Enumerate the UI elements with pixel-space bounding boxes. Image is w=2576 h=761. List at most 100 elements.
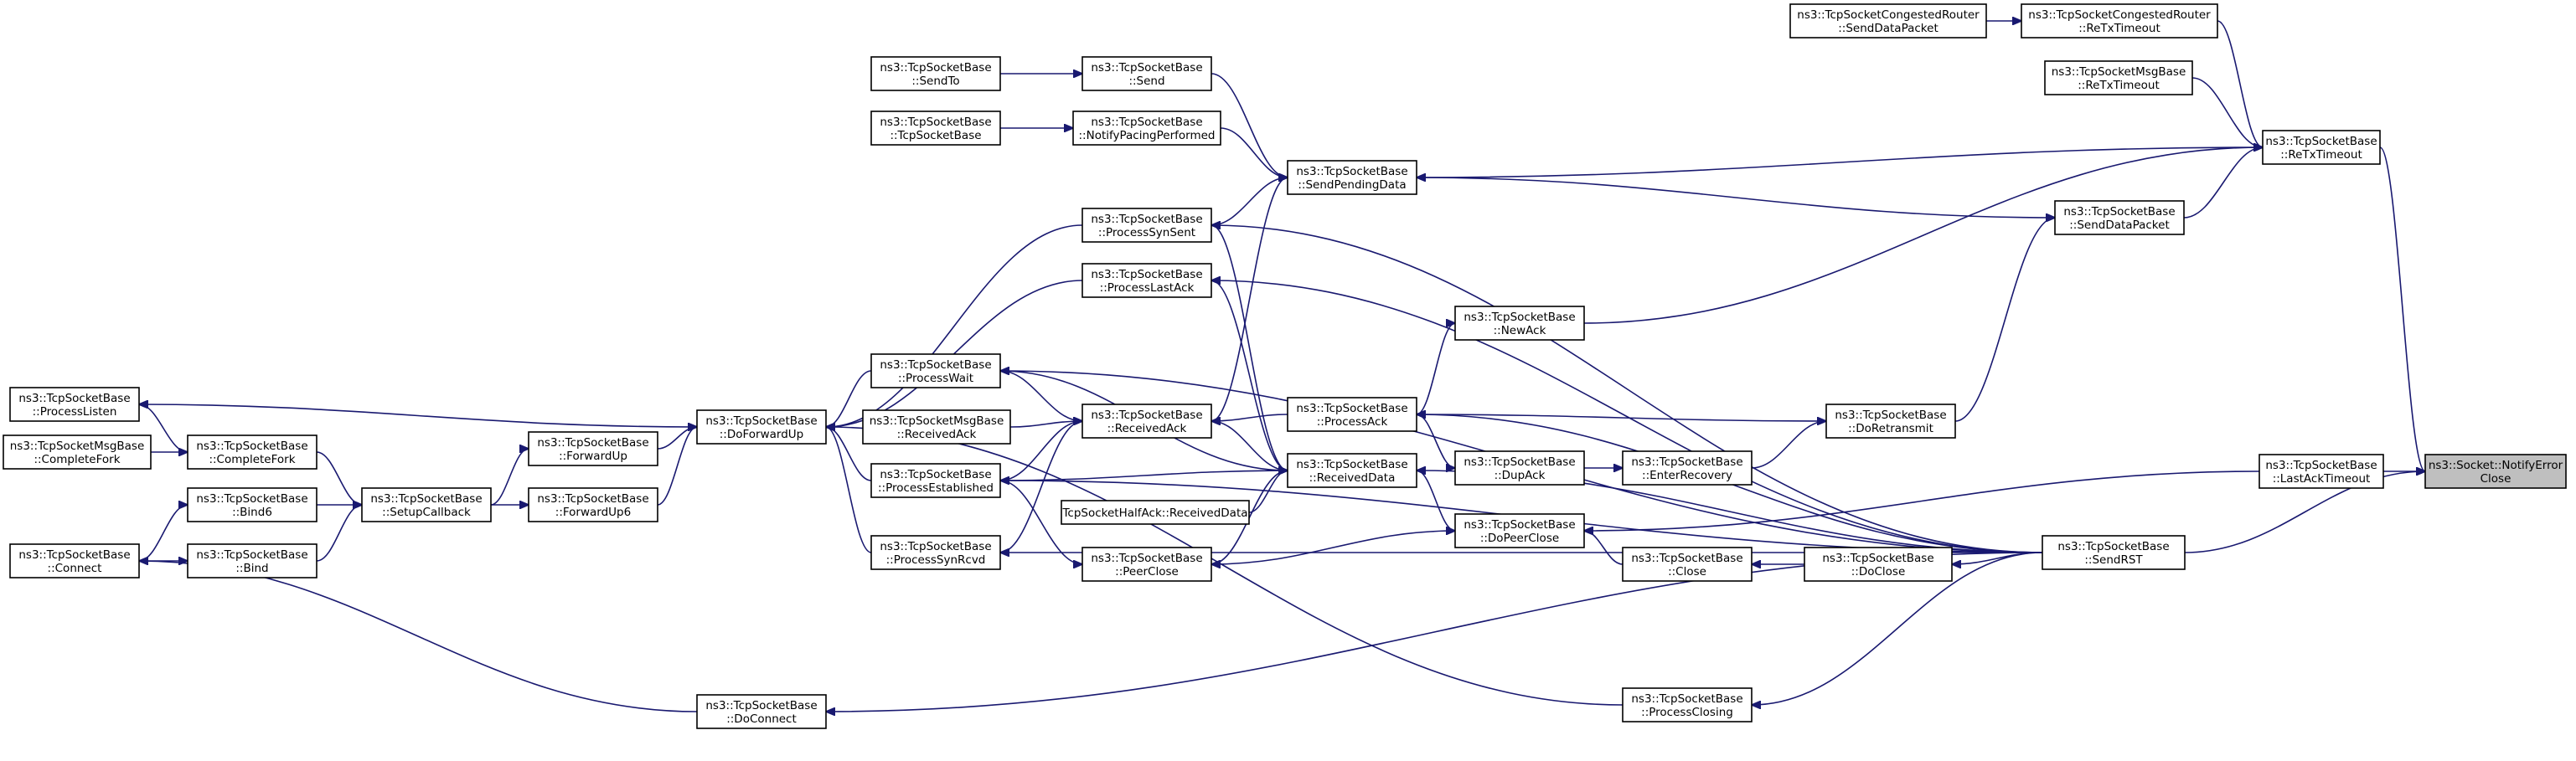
edge-processSynRcvd-to-doForwardUp	[826, 427, 872, 553]
node-label-line: ns3::TcpSocketBase	[1091, 409, 1202, 422]
edge-doRetransmit-to-sendDataPacket	[1954, 218, 2055, 422]
node-processWait[interactable]: ns3::TcpSocketBase::ProcessWait	[870, 353, 1001, 388]
node-halfAckReceivedData[interactable]: TcpSocketHalfAck::ReceivedData	[1061, 500, 1250, 525]
node-doForwardUp[interactable]: ns3::TcpSocketBase::DoForwardUp	[696, 409, 827, 445]
node-label-line: ::LastAckTimeout	[2273, 472, 2371, 486]
node-label-line: ::DoConnect	[726, 712, 797, 726]
node-lastAckTimeout[interactable]: ns3::TcpSocketBase::LastAckTimeout	[2259, 454, 2384, 489]
edge-send-to-sendPendingData	[1211, 73, 1288, 177]
node-doConnect[interactable]: ns3::TcpSocketBase::DoConnect	[696, 694, 827, 729]
node-sendPendingData[interactable]: ns3::TcpSocketBase::SendPendingData	[1287, 160, 1417, 195]
node-setupCallback[interactable]: ns3::TcpSocketBase::SetupCallback	[361, 487, 492, 522]
node-box	[2262, 130, 2381, 165]
node-notifyPacing[interactable]: ns3::TcpSocketBase::NotifyPacingPerforme…	[1072, 111, 1221, 146]
edge-processLastAck-to-receivedData	[1211, 280, 1288, 470]
node-doRetransmit[interactable]: ns3::TcpSocketBase::DoRetransmit	[1825, 404, 1956, 439]
node-processEstablished[interactable]: ns3::TcpSocketBase::ProcessEstablished	[870, 463, 1001, 498]
node-box	[2044, 60, 2193, 95]
node-processSynRcvd[interactable]: ns3::TcpSocketBase::ProcessSynRcvd	[870, 535, 1001, 570]
node-sendTo[interactable]: ns3::TcpSocketBase::SendTo	[870, 56, 1001, 91]
node-processSynSent[interactable]: ns3::TcpSocketBase::ProcessSynSent	[1082, 208, 1212, 243]
node-box	[862, 409, 1011, 445]
edge-processSynSent-to-receivedData	[1211, 224, 1288, 470]
node-label-line: ns3::TcpSocketBase	[2063, 205, 2175, 219]
node-label-line: ns3::TcpSocketBase	[2265, 459, 2377, 472]
node-label-line: ::ProcessEstablished	[878, 481, 994, 495]
node-label-line: ::EnterRecovery	[1642, 469, 1732, 482]
node-bind6[interactable]: ns3::TcpSocketBase::Bind6	[187, 487, 317, 522]
node-box	[1082, 404, 1212, 439]
node-processListen[interactable]: ns3::TcpSocketBase::ProcessListen	[9, 387, 140, 422]
node-forwardUp[interactable]: ns3::TcpSocketBase::ForwardUp	[528, 431, 658, 466]
node-bind[interactable]: ns3::TcpSocketBase::Bind	[187, 543, 317, 578]
node-doClose[interactable]: ns3::TcpSocketBase::DoClose	[1804, 547, 1953, 582]
node-label-line: ::SetupCallback	[382, 506, 471, 519]
node-newAck[interactable]: ns3::TcpSocketBase::NewAck	[1454, 306, 1585, 341]
node-label-line: ns3::TcpSocketMsgBase	[10, 440, 145, 453]
node-label-line: ::ProcessListen	[33, 405, 117, 419]
edges-layer	[139, 21, 2425, 712]
node-processLastAck[interactable]: ns3::TcpSocketBase::ProcessLastAck	[1082, 263, 1212, 298]
edge-setupCallback-to-forwardUp	[490, 449, 529, 506]
node-forwardUp6[interactable]: ns3::TcpSocketBase::ForwardUp6	[528, 487, 658, 522]
node-receivedAck[interactable]: ns3::TcpSocketBase::ReceivedAck	[1082, 404, 1212, 439]
edge-msgRetx-to-retxTimeout	[2191, 77, 2263, 147]
node-label-line: ::ForwardUp	[559, 450, 627, 463]
edge-processSynSent-to-sendPendingData	[1211, 177, 1288, 226]
node-box	[696, 694, 827, 729]
node-sendRST[interactable]: ns3::TcpSocketBase::SendRST	[2042, 535, 2186, 570]
node-congRetx[interactable]: ns3::TcpSocketCongestedRouter::ReTxTimeo…	[2021, 3, 2218, 39]
node-label-line: ::Bind	[235, 562, 268, 575]
node-label-line: ::PeerClose	[1115, 565, 1179, 578]
node-enterRecovery[interactable]: ns3::TcpSocketBase::EnterRecovery	[1622, 450, 1753, 486]
node-label-line: ns3::TcpSocketBase	[370, 492, 482, 506]
node-label-line: ns3::TcpSocketBase	[880, 116, 991, 129]
node-box	[2054, 200, 2185, 235]
edge-receivedData-to-doPeerClose	[1416, 470, 1455, 531]
node-label-line: TcpSocketHalfAck::ReceivedData	[1061, 506, 1247, 520]
node-retxTimeout[interactable]: ns3::TcpSocketBase::ReTxTimeout	[2262, 130, 2381, 165]
node-box	[1082, 263, 1212, 298]
node-box	[1622, 450, 1753, 486]
node-label-line: ns3::TcpSocketBase	[1464, 518, 1575, 532]
node-msgRetx[interactable]: ns3::TcpSocketMsgBase::ReTxTimeout	[2044, 60, 2193, 95]
node-completeFork[interactable]: ns3::TcpSocketBase::CompleteFork	[187, 434, 317, 470]
node-msgReceivedAck[interactable]: ns3::TcpSocketMsgBase::ReceivedAck	[862, 409, 1011, 445]
edge-congRetx-to-retxTimeout	[2217, 20, 2263, 147]
node-box	[1454, 450, 1585, 486]
node-tcpSocketBaseCtor[interactable]: ns3::TcpSocketBase::TcpSocketBase	[870, 111, 1001, 146]
node-box	[1789, 3, 1987, 39]
node-label-line: ns3::TcpSocketBase	[1091, 268, 1202, 281]
node-doPeerClose[interactable]: ns3::TcpSocketBase::DoPeerClose	[1454, 513, 1585, 548]
node-box	[528, 431, 658, 466]
edge-retxTimeout-to-notifyErrorClose	[2379, 147, 2425, 471]
node-processClosing[interactable]: ns3::TcpSocketBase::ProcessClosing	[1622, 687, 1753, 722]
node-label-line: ns3::TcpSocketBase	[196, 492, 307, 506]
node-label-line: ns3::TcpSocketBase	[1464, 455, 1575, 469]
node-congSendDataPacket[interactable]: ns3::TcpSocketCongestedRouter::SendDataP…	[1789, 3, 1987, 39]
node-close[interactable]: ns3::TcpSocketBase::Close	[1622, 547, 1753, 582]
node-connect[interactable]: ns3::TcpSocketBase::Connect	[9, 543, 140, 578]
node-label-line: ns3::TcpSocketBase	[880, 61, 991, 75]
node-label-line: ::ProcessWait	[898, 372, 973, 385]
node-label-line: ns3::TcpSocketBase	[1631, 692, 1742, 706]
node-dupAck[interactable]: ns3::TcpSocketBase::DupAck	[1454, 450, 1585, 486]
node-box	[9, 543, 140, 578]
node-label-line: ::DoForwardUp	[720, 428, 804, 441]
node-send[interactable]: ns3::TcpSocketBase::Send	[1082, 56, 1212, 91]
node-box	[1082, 547, 1212, 582]
node-label-line: ns3::TcpSocketBase	[1296, 458, 1407, 471]
node-label-line: ns3::TcpSocketBase	[18, 392, 130, 405]
edge-lastAckTimeout-to-doPeerClose	[1584, 470, 2260, 531]
node-box	[9, 387, 140, 422]
node-label-line: ns3::TcpSocketBase	[880, 468, 991, 481]
node-msgCompleteFork[interactable]: ns3::TcpSocketMsgBase::CompleteFork	[3, 434, 152, 470]
node-label-line: ::ReTxTimeout	[2078, 79, 2160, 92]
node-processAck[interactable]: ns3::TcpSocketBase::ProcessAck	[1287, 397, 1417, 432]
node-receivedData[interactable]: ns3::TcpSocketBase::ReceivedData	[1287, 453, 1417, 488]
node-label-line: ::DoClose	[1851, 565, 1906, 578]
node-sendDataPacket[interactable]: ns3::TcpSocketBase::SendDataPacket	[2054, 200, 2185, 235]
node-peerClose[interactable]: ns3::TcpSocketBase::PeerClose	[1082, 547, 1212, 582]
